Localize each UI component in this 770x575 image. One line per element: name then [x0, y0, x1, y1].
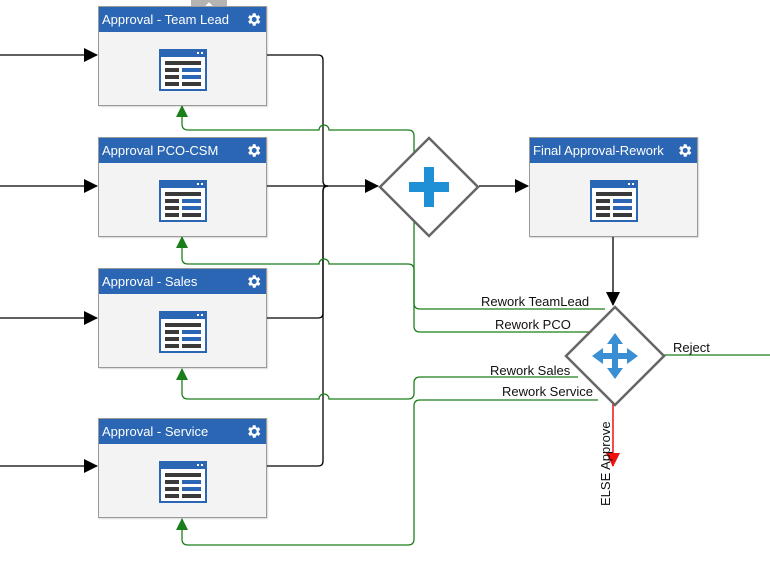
- task-approval-service[interactable]: Approval - Service: [98, 418, 267, 518]
- task-title: Approval - Sales: [102, 274, 198, 289]
- merge-flows: [267, 54, 620, 467]
- task-header: Approval - Team Lead: [99, 7, 266, 32]
- rework-pco-flow: [176, 236, 598, 333]
- rework-flows: [176, 105, 770, 546]
- gear-icon[interactable]: [245, 142, 262, 159]
- task-final-approval-rework[interactable]: Final Approval-Rework: [529, 137, 698, 237]
- task-title: Approval - Team Lead: [102, 12, 229, 27]
- gear-icon[interactable]: [676, 142, 693, 159]
- plus-icon: [409, 167, 449, 207]
- incoming-flows: [0, 48, 98, 473]
- gear-icon[interactable]: [245, 11, 262, 28]
- rework-sales-label: Rework Sales: [490, 363, 571, 378]
- rework-pco-label: Rework PCO: [495, 317, 571, 332]
- move-arrows-icon: [592, 333, 638, 379]
- task-header: Approval PCO-CSM: [99, 138, 266, 163]
- rework-teamlead-label: Rework TeamLead: [481, 294, 590, 309]
- task-title: Approval - Service: [102, 424, 209, 439]
- form-icon: [158, 49, 207, 91]
- task-header: Approval - Service: [99, 419, 266, 444]
- task-approval-team-lead[interactable]: Approval - Team Lead: [98, 6, 267, 106]
- rework-service-flow: [176, 399, 598, 546]
- else-approve-label: ELSE Approve: [598, 421, 613, 506]
- task-header: Final Approval-Rework: [530, 138, 697, 163]
- decision-gateway[interactable]: [564, 305, 666, 407]
- flow-service-to-merge: [267, 185, 329, 467]
- rework-service-label: Rework Service: [502, 384, 594, 399]
- gear-icon[interactable]: [245, 423, 262, 440]
- task-title: Final Approval-Rework: [533, 143, 664, 158]
- reject-label: Reject: [673, 340, 710, 355]
- form-icon: [158, 311, 207, 353]
- form-icon: [158, 461, 207, 503]
- parallel-gateway[interactable]: [378, 136, 480, 238]
- task-header: Approval - Sales: [99, 269, 266, 294]
- task-approval-pco-csm[interactable]: Approval PCO-CSM: [98, 137, 267, 237]
- task-title: Approval PCO-CSM: [102, 143, 219, 158]
- flow-sales-to-merge: [267, 185, 329, 319]
- rework-sales-flow: [176, 368, 578, 400]
- form-icon: [589, 180, 638, 222]
- gear-icon[interactable]: [245, 273, 262, 290]
- task-approval-sales[interactable]: Approval - Sales: [98, 268, 267, 368]
- flow-team-lead-to-merge: [267, 54, 329, 187]
- form-icon: [158, 180, 207, 222]
